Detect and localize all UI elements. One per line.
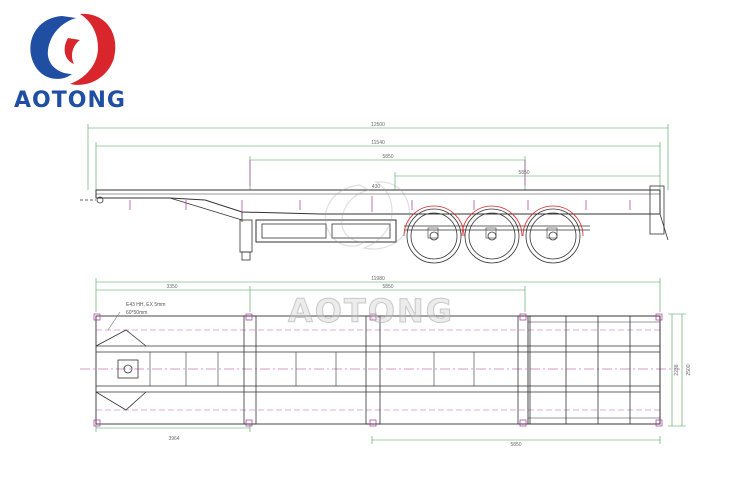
top-dimension-lines bbox=[95, 278, 686, 444]
top-note-size: 60*50mm bbox=[126, 310, 147, 316]
rear-deck bbox=[527, 315, 661, 425]
top-frame bbox=[95, 315, 661, 425]
watermark-text: AOTONG bbox=[287, 292, 455, 331]
aotong-logo-icon bbox=[30, 13, 116, 85]
side-dim-height: 430 bbox=[372, 184, 381, 190]
side-dim-overall: 12500 bbox=[371, 122, 385, 128]
side-dim-lock-rear: 5850 bbox=[518, 170, 529, 176]
tool-box bbox=[255, 219, 397, 243]
side-view bbox=[80, 124, 669, 264]
top-view bbox=[80, 278, 686, 444]
watermark-logo-icon bbox=[324, 181, 410, 250]
side-frame bbox=[95, 189, 661, 215]
top-dim-bottom-front: 3964 bbox=[168, 436, 179, 442]
side-dimension-lines bbox=[87, 124, 669, 190]
top-dim-overall: 11980 bbox=[371, 276, 385, 282]
top-dim-lock: 5850 bbox=[382, 284, 393, 290]
side-dim-lock-front: 5850 bbox=[382, 154, 393, 160]
top-dim-width-outer: 2500 bbox=[686, 364, 692, 375]
top-note-weld: E43 HH, EX 5mm bbox=[126, 302, 165, 308]
top-dim-bottom-rear: 5850 bbox=[510, 442, 521, 448]
wheels bbox=[406, 208, 581, 264]
brand-name: AOTONG bbox=[14, 88, 126, 113]
landing-gear bbox=[239, 219, 253, 253]
side-dim-frame: 11540 bbox=[371, 140, 385, 146]
top-dim-front: 3350 bbox=[166, 284, 177, 290]
top-dim-width-inner: 2238 bbox=[674, 364, 680, 375]
